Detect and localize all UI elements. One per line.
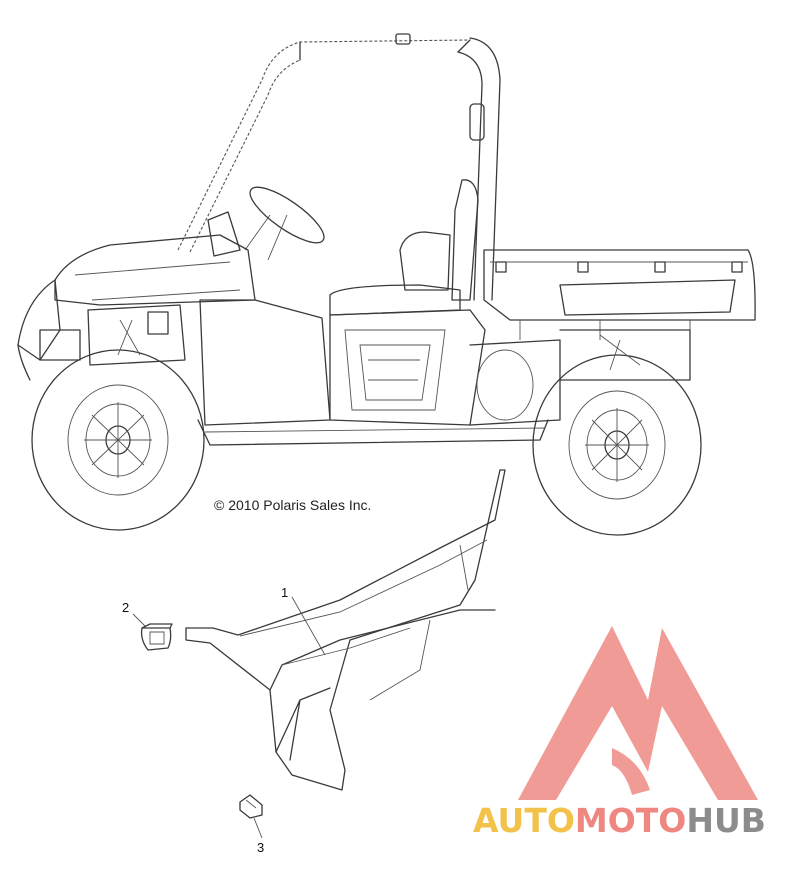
part-2-clip xyxy=(140,623,173,651)
watermark-hub: HUB xyxy=(686,801,766,840)
watermark-brand: AUTOMOTOHUB xyxy=(473,801,766,840)
roll-cage xyxy=(177,33,501,301)
callout-1-leader xyxy=(291,596,326,656)
callout-1: 1 xyxy=(281,585,289,600)
callout-3: 3 xyxy=(257,840,265,855)
automotohub-logo-mark xyxy=(518,626,758,800)
callout-2: 2 xyxy=(122,600,130,615)
callout-2-leader xyxy=(132,613,146,627)
callout-3-leader xyxy=(253,817,263,839)
cargo-bed xyxy=(483,249,756,340)
watermark-moto: MOTO xyxy=(574,801,687,840)
seat xyxy=(329,179,479,316)
part-1-door-frame xyxy=(185,469,506,791)
part-3-latch xyxy=(239,794,263,819)
front-body xyxy=(17,234,256,381)
steering-wheel xyxy=(207,186,325,261)
watermark-auto: AUTO xyxy=(473,801,575,840)
front-wheel xyxy=(31,349,205,531)
utv-vehicle-illustration xyxy=(17,33,756,536)
side-door-area xyxy=(199,299,486,426)
copyright-text: © 2010 Polaris Sales Inc. xyxy=(214,497,372,513)
chassis-frame xyxy=(197,329,691,446)
rear-wheel xyxy=(532,354,702,536)
